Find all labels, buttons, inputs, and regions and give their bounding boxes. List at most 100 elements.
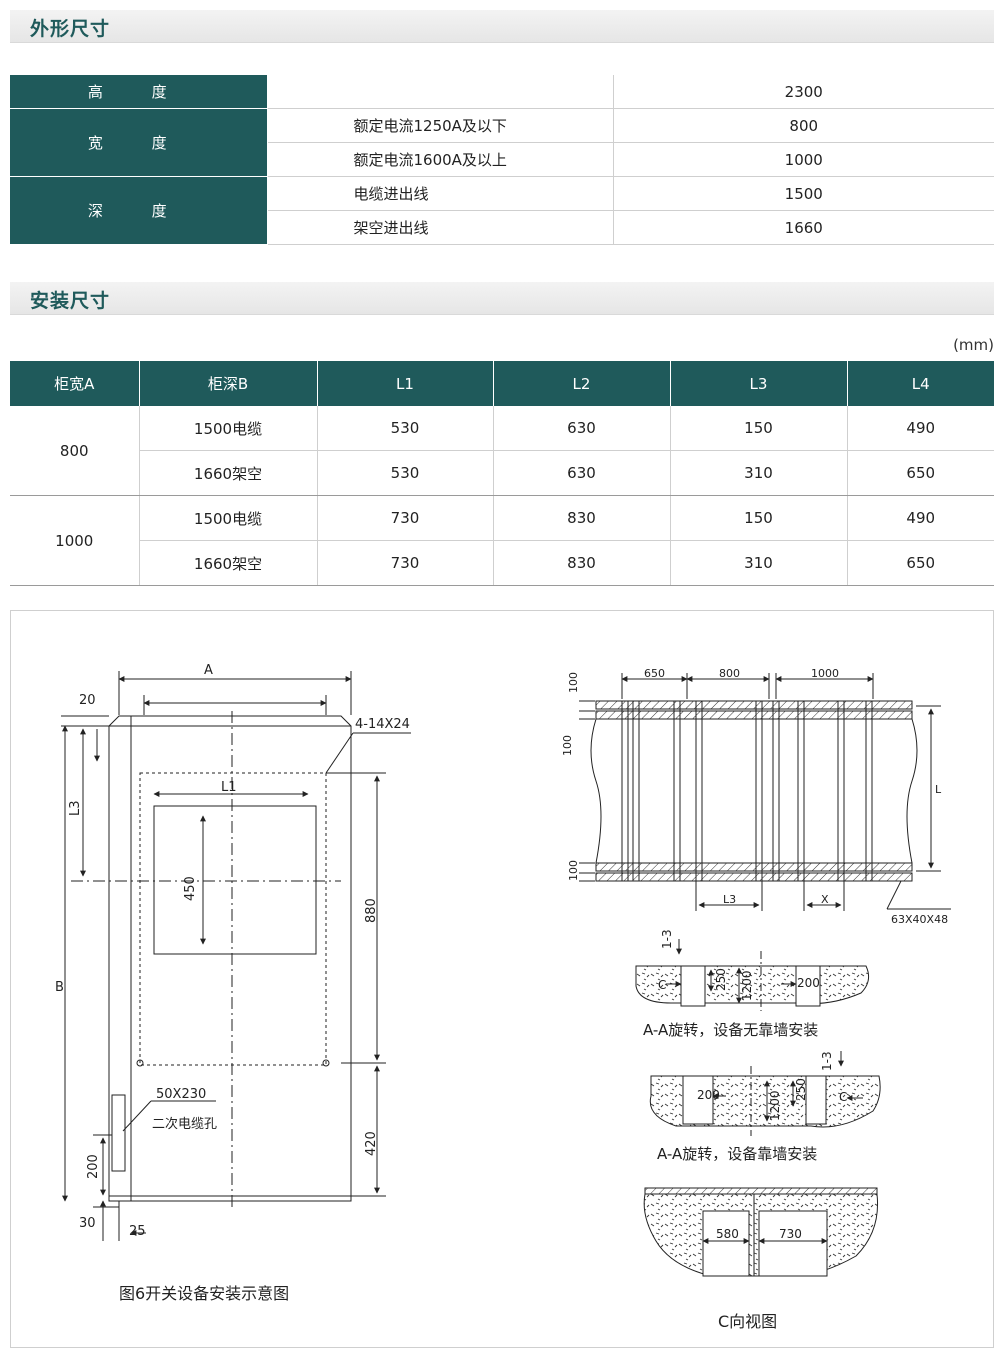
table-row: 高 度 2300: [10, 75, 994, 109]
cable-hole-label: 二次电缆孔: [152, 1116, 217, 1132]
foundation-plan-view: [579, 673, 951, 911]
dim-b: B: [55, 980, 64, 995]
steel-spec: 63X40X48: [891, 913, 948, 926]
col-header: L2: [493, 361, 671, 406]
dim-l3-plan: L3: [723, 893, 736, 906]
table-row: 1000 1500电缆 730 830 150 490: [10, 495, 994, 586]
cell-l3: 150: [670, 406, 848, 451]
cabinet-depth: 1500电缆: [139, 495, 318, 541]
cell-l4: 490: [847, 495, 994, 541]
cell-l2: 630: [493, 450, 671, 496]
s2-1200: 1200: [768, 1090, 782, 1121]
table-row: 深 度 电缆进出线 1500: [10, 176, 994, 245]
cabinet-width: 800: [10, 406, 140, 496]
table-row: 1660架空 730 830 310 650: [10, 540, 994, 586]
cell-l1: 530: [317, 406, 494, 451]
dim-450: 450: [183, 876, 198, 901]
depth-label: 深 度: [10, 176, 268, 245]
dim-20: 20: [79, 693, 96, 708]
c-view-caption: C向视图: [718, 1312, 777, 1331]
depth-cond: 架空进出线: [266, 210, 613, 245]
s1-label: 1-3: [660, 929, 674, 949]
dim-l1: L1: [221, 780, 237, 795]
cell-l1: 730: [317, 495, 494, 541]
cell-l4: 490: [847, 406, 994, 451]
s1-250: 250: [714, 968, 728, 991]
cell-l3: 310: [670, 450, 848, 496]
cell-l3: 150: [670, 495, 848, 541]
s3-580: 580: [716, 1227, 739, 1241]
dim-100-bottom: 100: [567, 860, 580, 881]
dim-1000: 1000: [811, 667, 839, 680]
col-header: 柜深B: [139, 361, 318, 406]
dim-420: 420: [364, 1131, 379, 1156]
cabinet-depth: 1660架空: [139, 450, 318, 496]
dim-25: 25: [129, 1224, 146, 1239]
cabinet-plan-labels: A 20 4-14X24 L1 L3 450 880 B 50X230 二次电缆…: [55, 663, 410, 1303]
dim-a: A: [204, 663, 213, 678]
cell-l4: 650: [847, 540, 994, 586]
cabinet-plan-view: [61, 671, 411, 1241]
cell-l4: 650: [847, 450, 994, 496]
dim-100-mid: 100: [561, 735, 574, 756]
height-value: 2300: [612, 75, 994, 109]
c-direction-labels: 580 730 C向视图: [716, 1227, 802, 1331]
height-label: 高 度: [10, 75, 268, 109]
dim-30: 30: [79, 1216, 96, 1231]
section-no-wall-view: [635, 939, 870, 1011]
s1-1200: 1200: [740, 970, 754, 1001]
dim-650: 650: [644, 667, 665, 680]
dim-l3: L3: [68, 800, 83, 816]
depth-value: 1500: [612, 176, 994, 211]
section-title-install: 安装尺寸: [30, 290, 111, 312]
cell-l2: 830: [493, 495, 671, 541]
install-dimension-table: 柜宽A 柜深B L1 L2 L3 L4 800 1500电缆 530 630 1…: [10, 361, 994, 586]
cell-l1: 530: [317, 450, 494, 496]
cabinet-width: 1000: [10, 495, 140, 586]
width-cond: 额定电流1250A及以下: [266, 108, 613, 143]
dim-800: 800: [719, 667, 740, 680]
s2-label: 1-3: [820, 1051, 834, 1071]
section-wall-view: [649, 1051, 881, 1136]
col-header: L3: [670, 361, 848, 406]
s2-250: 250: [794, 1078, 808, 1101]
section-header-outline: 外形尺寸: [10, 10, 994, 43]
foundation-plan-labels: 650 800 1000 100 100 100 L L3 X 63X40X48: [561, 667, 948, 926]
dim-200: 200: [86, 1154, 101, 1179]
cell-l3: 310: [670, 540, 848, 586]
s1-caption: A-A旋转，设备无靠墙安装: [643, 1021, 818, 1039]
c-direction-view: [643, 1187, 879, 1277]
table-row: 额定电流1600A及以上 1000: [10, 142, 994, 177]
table-row: 800 1500电缆 530 630 150 490: [10, 406, 994, 496]
table-row: 1660架空 530 630 310 650: [10, 450, 994, 496]
dim-880: 880: [364, 898, 379, 923]
table-row: 架空进出线 1660: [10, 210, 994, 245]
section-header-install: 安装尺寸: [10, 282, 994, 315]
width-cond: 额定电流1600A及以上: [266, 142, 613, 177]
s1-200: 200: [797, 976, 820, 990]
section-no-wall-labels: 1-3 250 1200 200 C A-A旋转，设备无靠墙安装: [643, 929, 820, 1039]
dim-100-top: 100: [567, 672, 580, 693]
col-header: 柜宽A: [10, 361, 140, 406]
installation-drawing-panel: A 20 4-14X24 L1 L3 450 880 B 50X230 二次电缆…: [10, 610, 994, 1348]
s2-caption: A-A旋转，设备靠墙安装: [657, 1145, 817, 1163]
cabinet-depth: 1660架空: [139, 540, 318, 586]
s2-200: 200: [697, 1088, 720, 1102]
cabinet-depth: 1500电缆: [139, 406, 318, 451]
col-header: L4: [847, 361, 994, 406]
width-label: 宽 度: [10, 108, 268, 177]
cell-l2: 830: [493, 540, 671, 586]
section-title-outline: 外形尺寸: [30, 18, 111, 40]
cell-l2: 630: [493, 406, 671, 451]
table-row: 宽 度 额定电流1250A及以下 800: [10, 108, 994, 177]
dim-x: X: [821, 893, 829, 906]
width-value: 800: [612, 108, 994, 143]
unit-label: (mm): [953, 336, 994, 354]
col-header: L1: [317, 361, 494, 406]
outline-dimension-table: 高 度 2300 宽 度 额定电流1250A及以下 800 额定电流1600A及…: [10, 75, 994, 245]
depth-value: 1660: [612, 210, 994, 245]
section-wall-labels: 1-3 200 1200 250 C A-A旋转，设备靠墙安装: [657, 1051, 847, 1163]
width-value: 1000: [612, 142, 994, 177]
installation-drawing: A 20 4-14X24 L1 L3 450 880 B 50X230 二次电缆…: [55, 663, 951, 1331]
figure-caption: 图6开关设备安装示意图: [119, 1284, 289, 1303]
